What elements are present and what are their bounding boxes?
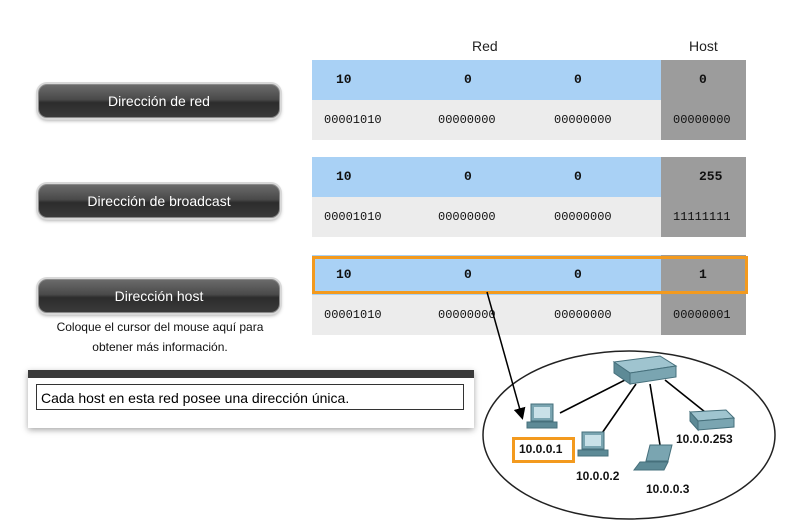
info-text: Cada host en esta red posee una direcció…	[36, 384, 464, 410]
host-binary-cell: 11111111	[661, 197, 746, 237]
network-address-button[interactable]: Dirección de red	[38, 84, 280, 118]
binary-cell: 00000000	[542, 100, 661, 140]
pc-icon	[526, 403, 558, 429]
binary-row: 00001010 00000000 00000000 00000000	[312, 100, 746, 140]
ip-label: 10.0.0.3	[646, 482, 690, 496]
decimal-row: 10 0 0 1	[312, 255, 746, 295]
octet-cell: 10	[312, 255, 426, 295]
octet-cell: 10	[312, 60, 426, 100]
binary-cell: 00000000	[426, 100, 542, 140]
binary-cell: 00001010	[312, 197, 426, 237]
network-address-table: 10 0 0 0 00001010 00000000 00000000 0000…	[312, 60, 746, 140]
pc-icon	[577, 431, 609, 457]
binary-row: 00001010 00000000 00000000 11111111	[312, 197, 746, 237]
octet-cell: 10	[312, 157, 426, 197]
ip-label: 10.0.0.2	[576, 469, 620, 483]
octet-cell: 0	[542, 60, 661, 100]
hint-line-2: obtener más información.	[92, 340, 228, 354]
binary-cell: 00001010	[312, 100, 426, 140]
binary-cell: 00000000	[542, 197, 661, 237]
host-address-table: 10 0 0 1 00001010 00000000 00000000 0000…	[312, 255, 746, 335]
header-red: Red	[472, 38, 498, 54]
host-octet-cell: 1	[661, 255, 746, 295]
octet-cell: 0	[426, 255, 542, 295]
broadcast-address-table: 10 0 0 255 00001010 00000000 00000000 11…	[312, 157, 746, 237]
hint-line-1: Coloque el cursor del mouse aquí para	[56, 320, 264, 334]
binary-row: 00001010 00000000 00000000 00000001	[312, 295, 746, 335]
octet-cell: 0	[542, 255, 661, 295]
ip-highlight-box	[512, 437, 575, 463]
header-host: Host	[689, 38, 718, 54]
binary-cell: 00000000	[426, 197, 542, 237]
switch-icon	[612, 355, 678, 385]
broadcast-address-button[interactable]: Dirección de broadcast	[38, 184, 280, 218]
host-octet-cell: 0	[661, 60, 746, 100]
binary-cell: 00001010	[312, 295, 426, 335]
binary-cell: 00000000	[426, 295, 542, 335]
host-binary-cell: 00000001	[661, 295, 746, 335]
ip-label: 10.0.0.1	[519, 442, 563, 456]
binary-cell: 00000000	[542, 295, 661, 335]
octet-cell: 0	[542, 157, 661, 197]
decimal-row: 10 0 0 0	[312, 60, 746, 100]
host-octet-cell: 255	[661, 157, 746, 197]
host-binary-cell: 00000000	[661, 100, 746, 140]
laptop-icon	[633, 444, 673, 471]
decimal-row: 10 0 0 255	[312, 157, 746, 197]
info-panel: Cada host en esta red posee una direcció…	[28, 370, 474, 428]
octet-cell: 0	[426, 60, 542, 100]
host-address-button[interactable]: Dirección host	[38, 279, 280, 313]
octet-cell: 0	[426, 157, 542, 197]
printer-icon	[688, 409, 736, 432]
ip-label: 10.0.0.253	[676, 432, 733, 446]
